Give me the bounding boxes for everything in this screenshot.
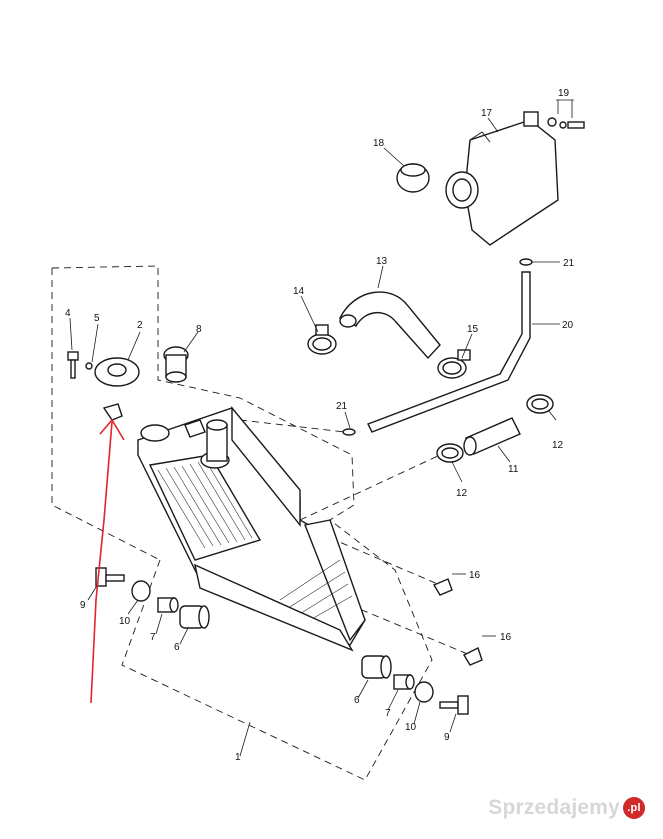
callout-16b: 16 <box>500 632 512 643</box>
callout-9b: 9 <box>444 732 450 743</box>
callout-19: 19 <box>558 88 570 99</box>
assembly-outline-upper <box>51 265 355 561</box>
callout-4: 4 <box>65 308 71 319</box>
bolt-9-left <box>95 567 125 587</box>
guide-line-hose <box>239 419 346 433</box>
leader-lines <box>69 99 574 757</box>
watermark-text: Sprzedajemy <box>488 796 620 819</box>
grommet-6-left <box>179 605 210 629</box>
hose-13 <box>339 291 441 360</box>
callout-7a: 7 <box>150 632 156 643</box>
hose-fitting-8 <box>163 346 189 383</box>
hose-clamp-12a <box>526 394 554 414</box>
callout-7b: 7 <box>385 708 391 719</box>
callout-6b: 6 <box>354 695 360 706</box>
hose-clamp-15 <box>437 349 471 379</box>
bolt-4 <box>67 351 79 379</box>
reservoir-tank <box>445 111 559 246</box>
tank-cap <box>396 163 430 193</box>
callout-10a: 10 <box>119 616 131 627</box>
callout-21b: 21 <box>336 401 348 412</box>
callout-2: 2 <box>137 320 143 331</box>
watermark-badge: .pl <box>623 797 645 819</box>
washer-10-left <box>131 580 151 602</box>
red-annotation-arrow <box>90 418 125 704</box>
guide-line-16b <box>349 604 471 656</box>
callout-12b: 12 <box>456 488 468 499</box>
callout-6a: 6 <box>174 642 180 653</box>
callout-20: 20 <box>562 320 574 331</box>
grommet-6-right <box>361 655 392 679</box>
hose-clamp-12b <box>436 443 464 463</box>
overflow-pipe <box>367 271 531 433</box>
callout-15: 15 <box>467 324 479 335</box>
clip-21-lower <box>342 428 356 436</box>
screw-19 <box>547 117 585 129</box>
callout-10b: 10 <box>405 722 417 733</box>
assembly-outline-lower <box>121 519 433 781</box>
callout-21a: 21 <box>563 258 575 269</box>
clip-16b <box>463 647 483 666</box>
bolt-9-right <box>439 695 469 715</box>
clip-21-upper <box>519 258 533 266</box>
callout-11: 11 <box>508 464 519 475</box>
callout-16a: 16 <box>469 570 481 581</box>
radiator-cap <box>94 357 140 387</box>
bracket <box>102 403 123 421</box>
callout-14: 14 <box>293 286 305 297</box>
washer-10-right <box>414 681 434 703</box>
callout-9a: 9 <box>80 600 86 611</box>
radiator-core <box>137 406 366 652</box>
clip-16a <box>432 578 453 596</box>
callout-17: 17 <box>481 108 493 119</box>
washer-5 <box>85 362 93 370</box>
guide-line-16a <box>329 537 441 586</box>
callout-12a: 12 <box>552 440 564 451</box>
watermark: Sprzedajemy .pl <box>488 796 645 820</box>
collar-7-left <box>157 597 179 613</box>
callout-13: 13 <box>376 256 388 267</box>
callout-1: 1 <box>235 752 241 763</box>
callout-5: 5 <box>94 313 100 324</box>
collar-7-right <box>393 674 415 690</box>
callout-8: 8 <box>196 324 202 335</box>
hose-clamp-14 <box>307 324 337 355</box>
guide-line-12 <box>299 454 441 521</box>
callout-18: 18 <box>373 138 385 149</box>
